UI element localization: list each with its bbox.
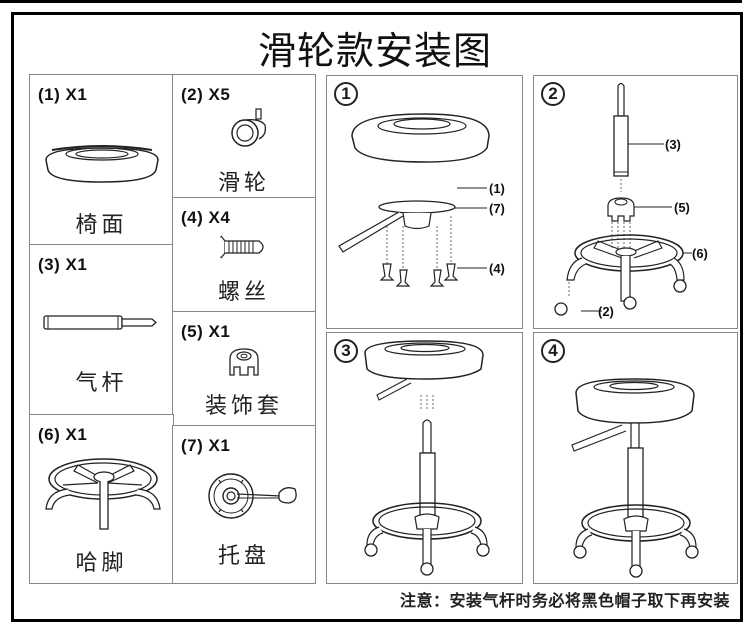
step-panel-1: 1 (1) (7) (4) [326, 75, 523, 329]
seat-cushion-icon [351, 113, 490, 163]
step-2-illustration: (3) (5) (6) (2) [554, 82, 708, 319]
part-label: (5) X1 [181, 322, 231, 341]
callout-label: (4) [489, 261, 505, 276]
step-number-badge: 3 [334, 339, 358, 363]
diagram-frame [11, 12, 743, 622]
seat-plate-icon [208, 473, 297, 519]
step-panel-3: 3 [326, 332, 523, 584]
caster-wheel-icon [573, 545, 699, 578]
part-name: 哈脚 [75, 551, 128, 576]
part-cell-gas-lift: (3) X1 气杆 [29, 244, 174, 416]
part-name: 装饰套 [204, 394, 283, 419]
part-label: (1) X1 [38, 85, 88, 104]
part-name: 螺丝 [217, 280, 270, 305]
decorative-cover-icon [607, 197, 635, 222]
step-number-badge: 4 [541, 339, 565, 363]
caster-wheel-icon [364, 543, 490, 576]
callout-label: (1) [489, 181, 505, 196]
part-cell-seat: (1) X1 椅面 [29, 74, 174, 246]
installation-note: 注意：安装气杆时务必将黑色帽子取下再安装 [399, 591, 730, 610]
part-label: (4) X4 [181, 208, 231, 227]
step-number-badge: 2 [541, 82, 565, 106]
part-label: (3) X1 [38, 255, 88, 274]
callout-label: (7) [489, 201, 505, 216]
part-name: 滑轮 [217, 171, 270, 196]
callout-label: (5) [674, 200, 690, 215]
screw-icon [379, 263, 459, 287]
caster-wheel-icon [554, 279, 687, 316]
part-name: 椅面 [75, 213, 128, 238]
part-label: (2) X5 [181, 85, 231, 104]
step-3-illustration [364, 340, 490, 576]
part-cell-cover: (5) X1 装饰套 [172, 311, 316, 427]
callout-label: (2) [598, 304, 614, 319]
base-footring-icon [45, 458, 161, 530]
step-1-illustration: (1) (7) (4) [338, 113, 505, 287]
part-cell-plate: (7) X1 托盘 [172, 425, 316, 584]
step-number-badge: 1 [334, 82, 358, 106]
decorative-cover-icon [229, 348, 259, 376]
step-panel-2: 2 (3) [533, 75, 738, 329]
seat-plate-icon [378, 200, 456, 214]
part-cell-screw: (4) X4 螺丝 [172, 197, 316, 313]
part-name: 托盘 [217, 544, 270, 569]
base-footring-icon [566, 234, 685, 302]
screw-icon [220, 235, 264, 259]
seat-cushion-icon [45, 145, 159, 183]
seat-cushion-icon [364, 340, 484, 380]
gas-lift-cylinder-icon [630, 422, 640, 449]
gas-lift-cylinder-icon [422, 419, 432, 454]
part-name: 气杆 [75, 371, 128, 396]
step-4-illustration [571, 378, 699, 578]
gas-lift-cylinder-icon [613, 82, 629, 177]
part-label: (7) X1 [181, 436, 231, 455]
caster-wheel-icon [231, 108, 267, 147]
part-cell-caster: (2) X5 滑轮 [172, 74, 316, 199]
part-label: (6) X1 [38, 425, 88, 444]
page-title: 滑轮款安装图 [257, 29, 492, 73]
part-cell-base: (6) X1 哈脚 [29, 414, 174, 584]
seat-cushion-icon [575, 378, 695, 424]
callout-label: (3) [665, 137, 681, 152]
step-panel-4: 4 [533, 332, 738, 584]
top-rule [0, 0, 742, 3]
callout-label: (6) [692, 246, 708, 261]
gas-lift-cylinder-icon [43, 315, 157, 330]
